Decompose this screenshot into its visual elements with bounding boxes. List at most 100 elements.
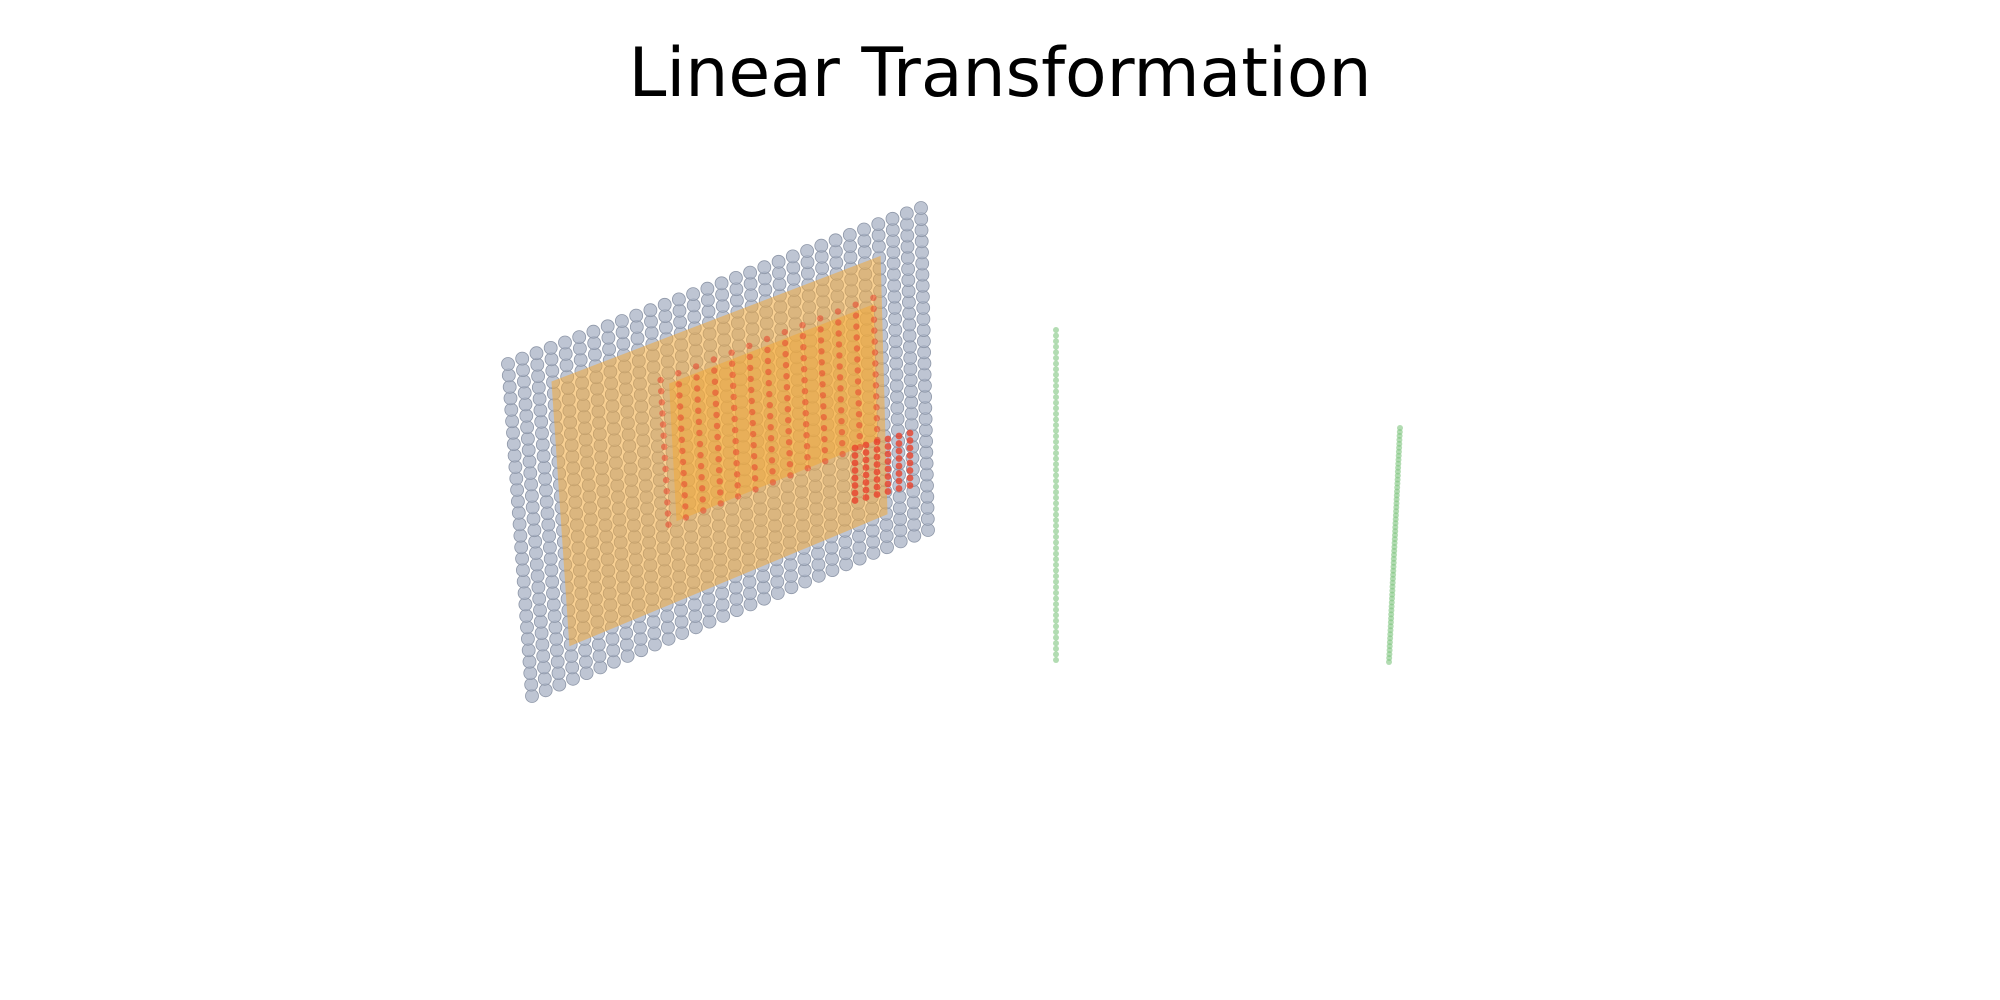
red-point xyxy=(872,382,880,389)
red-point xyxy=(665,521,672,528)
grid-point xyxy=(899,206,914,221)
line-point xyxy=(1053,612,1059,619)
grid-point xyxy=(814,238,829,253)
red-point xyxy=(749,430,757,438)
red-point xyxy=(836,352,843,359)
red-point-dense xyxy=(873,461,881,468)
line-point xyxy=(1053,561,1059,568)
line-point xyxy=(1053,461,1059,468)
grid-point xyxy=(515,351,530,366)
red-point xyxy=(855,400,862,407)
red-point-dense xyxy=(851,482,859,489)
grid-point xyxy=(538,683,553,698)
red-point xyxy=(713,411,720,419)
red-point xyxy=(717,489,724,496)
grid-point xyxy=(507,448,522,463)
red-point xyxy=(784,406,791,413)
red-point xyxy=(785,439,793,446)
red-point xyxy=(870,316,878,323)
red-point-dense xyxy=(906,459,914,467)
red-point-dense xyxy=(884,480,892,488)
red-point xyxy=(819,381,826,388)
red-point-dense xyxy=(884,435,892,443)
grid-point xyxy=(506,425,520,440)
grid-point xyxy=(529,346,544,361)
line-point xyxy=(1053,533,1059,540)
line-point xyxy=(1053,567,1059,574)
red-point xyxy=(763,335,771,343)
grid-point xyxy=(828,233,843,248)
red-point xyxy=(711,378,719,385)
line-point xyxy=(1053,545,1059,552)
line-point xyxy=(1053,629,1059,635)
red-point xyxy=(820,414,827,421)
line-point xyxy=(1053,343,1059,350)
red-point xyxy=(838,429,846,436)
line-point xyxy=(1053,550,1059,557)
red-point xyxy=(817,326,824,333)
line-point xyxy=(1053,634,1059,641)
red-point xyxy=(871,338,878,345)
red-point xyxy=(766,390,773,398)
red-point xyxy=(751,464,758,471)
grid-point xyxy=(686,287,700,302)
grid-point xyxy=(729,270,743,285)
red-point xyxy=(695,407,702,414)
line-point xyxy=(1053,511,1059,518)
red-point xyxy=(767,424,774,431)
red-point xyxy=(838,407,845,414)
grid-point xyxy=(549,632,564,646)
red-point xyxy=(786,450,793,457)
red-point xyxy=(732,449,740,456)
red-point xyxy=(680,469,687,477)
red-point xyxy=(782,361,790,369)
red-point xyxy=(730,404,738,412)
red-point xyxy=(818,359,825,366)
red-point xyxy=(696,440,704,448)
red-point-dense xyxy=(906,467,914,474)
line-point xyxy=(1053,394,1059,401)
red-point xyxy=(750,442,757,449)
red-point xyxy=(800,344,807,351)
grid-point xyxy=(643,303,658,318)
red-point xyxy=(781,328,788,336)
red-point-dense xyxy=(851,474,859,482)
line-point xyxy=(1053,483,1059,490)
red-point xyxy=(801,388,809,395)
red-point-dense xyxy=(906,429,914,437)
red-point xyxy=(835,330,842,337)
red-point-dense xyxy=(895,485,903,492)
line-point xyxy=(1053,450,1059,457)
line-point xyxy=(1053,444,1059,451)
red-point-dense xyxy=(873,483,881,491)
red-point-dense xyxy=(906,444,914,452)
red-point xyxy=(785,428,792,435)
red-point xyxy=(768,457,776,464)
red-point xyxy=(731,426,739,434)
line-point xyxy=(1053,645,1059,652)
red-point xyxy=(697,451,704,459)
red-point xyxy=(734,493,742,500)
red-point xyxy=(660,432,667,439)
red-point xyxy=(873,404,880,411)
red-point xyxy=(783,384,791,391)
line-point xyxy=(1053,371,1059,378)
red-point xyxy=(783,373,790,380)
red-point-dense xyxy=(862,471,870,479)
line-point xyxy=(1053,539,1059,546)
grid-point xyxy=(516,363,530,378)
red-point xyxy=(698,474,705,481)
grid-point xyxy=(519,609,534,623)
red-point-dense xyxy=(862,486,870,494)
red-point xyxy=(713,422,721,430)
red-point-dense xyxy=(862,464,870,471)
grid-point xyxy=(914,201,928,215)
grid-point xyxy=(543,340,558,355)
red-point xyxy=(803,432,810,439)
red-point xyxy=(749,408,756,416)
red-point xyxy=(710,356,717,363)
red-point xyxy=(700,507,707,514)
line-point xyxy=(1053,349,1059,356)
red-point-dense xyxy=(895,432,903,440)
red-point-dense xyxy=(895,447,903,455)
